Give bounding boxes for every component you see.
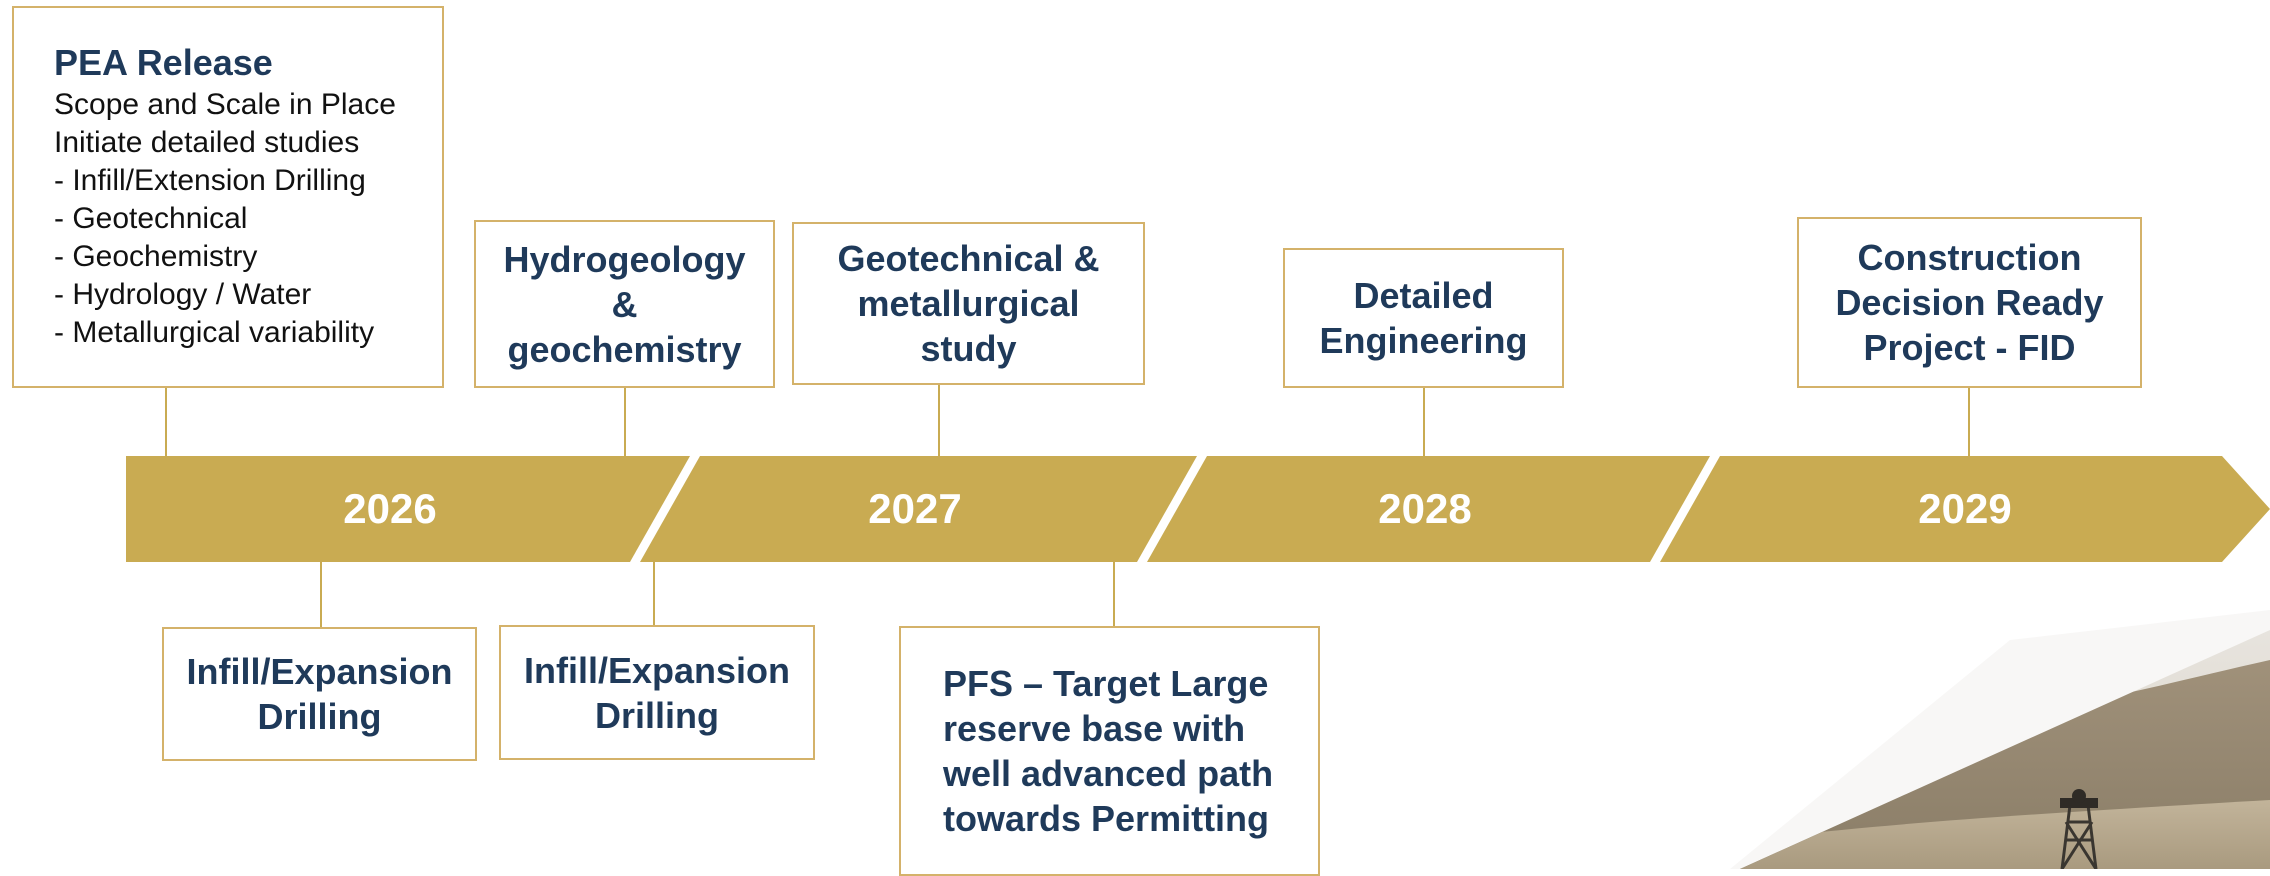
milestone-line: study xyxy=(920,328,1017,369)
milestone-geotechnical-metallurgical-study: Geotechnical & metallurgical study xyxy=(792,222,1145,385)
timeline-segment-2028 xyxy=(1147,456,1710,562)
connector-infill-1 xyxy=(320,562,322,627)
milestone-infill-expansion-drilling-1: Infill/Expansion Drilling xyxy=(162,627,477,761)
milestone-line: reserve base with xyxy=(943,708,1246,749)
year-label-2027: 2027 xyxy=(868,485,962,532)
connector-infill-2 xyxy=(653,562,655,627)
milestone-line: metallurgical xyxy=(857,283,1080,324)
pea-line: - Geochemistry xyxy=(54,240,258,273)
milestone-line: Project - FID xyxy=(1863,327,2076,368)
pea-line: - Hydrology / Water xyxy=(54,278,312,311)
milestone-line: Infill/Expansion xyxy=(186,651,453,692)
milestone-detailed-engineering: Detailed Engineering xyxy=(1283,248,1564,388)
connector-construction xyxy=(1968,388,1970,456)
pea-line: - Infill/Extension Drilling xyxy=(54,164,366,197)
milestone-line: Engineering xyxy=(1319,320,1528,361)
milestone-infill-expansion-drilling-2: Infill/Expansion Drilling xyxy=(499,625,815,760)
milestone-hydrogeology-geochemistry: Hydrogeology & geochemistry xyxy=(474,220,775,388)
connector-pfs xyxy=(1113,562,1115,627)
milestone-line: Hydrogeology xyxy=(503,238,746,280)
timeline-segment-2026 xyxy=(126,456,690,562)
timeline-segment-2029 xyxy=(1660,456,2270,562)
year-label-2029: 2029 xyxy=(1918,485,2012,532)
milestone-line: Geotechnical & xyxy=(837,238,1100,279)
milestone-line: towards Permitting xyxy=(943,798,1270,839)
pea-line: - Geotechnical xyxy=(54,202,248,235)
connector-geotechnical xyxy=(938,385,940,456)
pea-line: Scope and Scale in Place xyxy=(54,88,396,121)
milestone-line: Detailed xyxy=(1353,275,1494,316)
headframe-icon xyxy=(2060,804,2098,869)
milestone-line: Decision Ready xyxy=(1835,282,2104,323)
milestone-pfs-target: PFS – Target Large reserve base with wel… xyxy=(899,626,1320,876)
milestone-line: Infill/Expansion xyxy=(523,649,791,691)
milestone-line: Construction xyxy=(1857,237,2082,278)
pea-line: - Metallurgical variability xyxy=(54,316,375,349)
timeline-segment-2027 xyxy=(640,456,1197,562)
connector-pea xyxy=(165,388,167,456)
milestone-line: geochemistry xyxy=(507,328,742,370)
year-label-2026: 2026 xyxy=(343,485,437,532)
desert-mine-photo xyxy=(1730,610,2270,869)
pea-release-box: PEA Release Scope and Scale in Place Ini… xyxy=(12,6,444,388)
connector-hydrogeology xyxy=(624,388,626,456)
pea-release-title: PEA Release xyxy=(54,42,273,83)
year-label-2028: 2028 xyxy=(1378,485,1472,532)
milestone-construction-decision-fid: Construction Decision Ready Project - FI… xyxy=(1797,217,2142,388)
milestone-line: & xyxy=(611,283,638,325)
pea-line: Initiate detailed studies xyxy=(54,126,360,159)
milestone-line: well advanced path xyxy=(943,753,1274,794)
milestone-line: PFS – Target Large xyxy=(943,663,1269,704)
milestone-line: Drilling xyxy=(257,696,382,737)
connector-detailed-engineering xyxy=(1423,388,1425,456)
milestone-line: Drilling xyxy=(595,694,719,736)
